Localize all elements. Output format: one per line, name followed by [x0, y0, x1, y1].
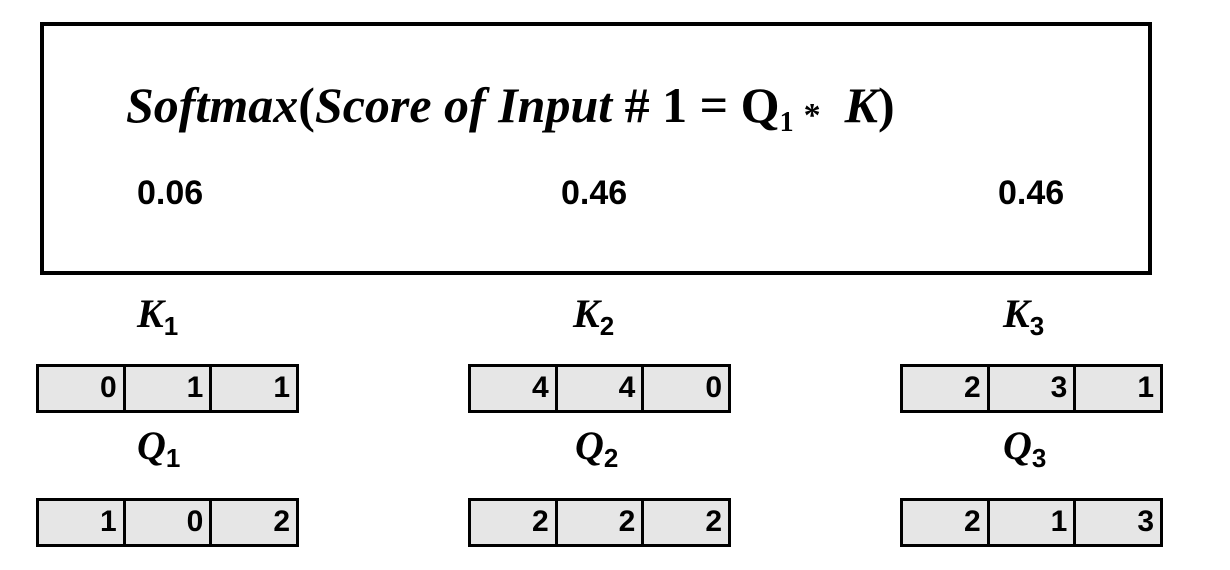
key-letter: K [1003, 291, 1030, 336]
vector-cell: 1 [122, 367, 210, 410]
query-subscript: 1 [779, 107, 794, 138]
key-label-3: K3 [1003, 291, 1044, 340]
softmax-formula-box: Softmax(Score of Input # 1 = Q1*K) 0.06 … [40, 22, 1152, 275]
softmax-weight-1: 0.06 [137, 174, 204, 212]
vector-cell: 0 [122, 501, 210, 544]
vector-cell: 4 [531, 371, 549, 404]
multiply-symbol: * [803, 97, 821, 134]
softmax-word: Softmax [126, 77, 299, 133]
key-label-1: K1 [137, 291, 178, 340]
vector-cell: 4 [554, 367, 642, 410]
query-letter: Q [137, 423, 166, 468]
query-label-3: Q3 [1003, 423, 1046, 472]
key-subscript: 1 [163, 311, 179, 341]
key-vector-3: 2 3 1 [900, 364, 1163, 413]
vector-cell: 1 [209, 367, 296, 410]
vector-cell: 2 [641, 501, 728, 544]
vector-cell: 1 [986, 501, 1074, 544]
key-subscript: 2 [599, 311, 615, 341]
softmax-weight-3: 0.46 [998, 174, 1065, 212]
vector-cell: 3 [1073, 501, 1160, 544]
vector-cell: 1 [1073, 367, 1160, 410]
query-subscript: 1 [165, 443, 181, 473]
vector-cell: 0 [641, 367, 728, 410]
query-vector-3: 2 1 3 [900, 498, 1163, 547]
query-letter: Q [575, 423, 604, 468]
query-label-1: Q1 [137, 423, 180, 472]
vector-cell: 0 [99, 371, 117, 404]
softmax-weight-2: 0.46 [561, 174, 628, 212]
key-subscript: 3 [1029, 311, 1045, 341]
vector-cell: 3 [986, 367, 1074, 410]
query-vector-1: 1 0 2 [36, 498, 299, 547]
formula-close-paren: ) [877, 77, 895, 133]
vector-cell: 2 [554, 501, 642, 544]
key-vector-2: 4 4 0 [468, 364, 731, 413]
key-label-2: K2 [573, 291, 614, 340]
query-subscript: 2 [603, 443, 619, 473]
key-vector-1: 0 1 1 [36, 364, 299, 413]
query-label-2: Q2 [575, 423, 618, 472]
query-letter: Q [1003, 423, 1032, 468]
query-vector-2: 2 2 2 [468, 498, 731, 547]
key-symbol: K [844, 77, 878, 133]
input-number-text: # 1 = [612, 77, 741, 133]
vector-cell: 2 [209, 501, 296, 544]
score-text: Score of Input [314, 77, 613, 133]
vector-cell: 2 [963, 371, 981, 404]
vector-cell: 2 [531, 505, 549, 538]
key-letter: K [137, 291, 164, 336]
key-letter: K [573, 291, 600, 336]
formula-open-paren: ( [298, 77, 315, 133]
query-symbol: Q [740, 77, 780, 133]
softmax-formula: Softmax(Score of Input # 1 = Q1 * K) [126, 70, 895, 151]
query-subscript: 3 [1031, 443, 1047, 473]
vector-cell: 2 [963, 505, 981, 538]
vector-cell: 1 [99, 505, 117, 538]
